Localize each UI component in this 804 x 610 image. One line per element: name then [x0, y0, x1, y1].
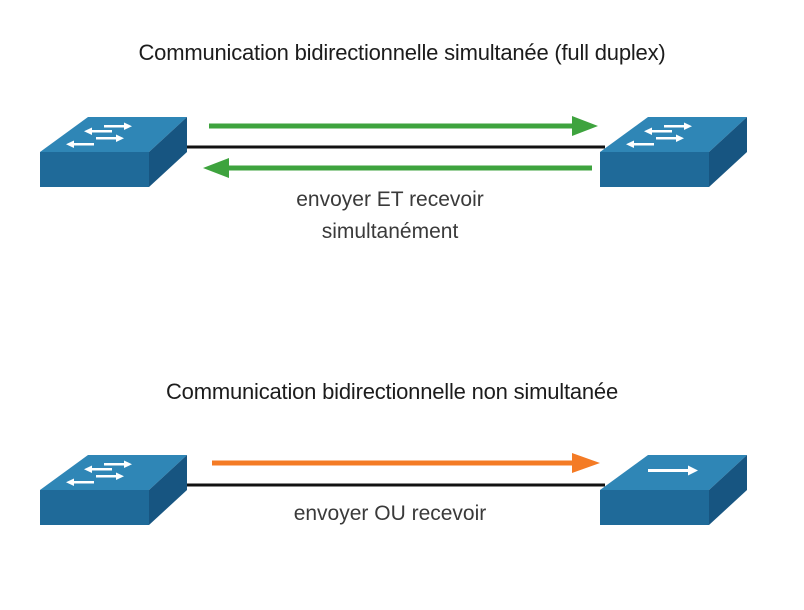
full-duplex-caption-line1: envoyer ET recevoir [296, 188, 484, 211]
send-arrow-right-icon [209, 116, 598, 136]
full-duplex-title: Communication bidirectionnelle simultané… [138, 40, 666, 65]
switch-right-half-duplex-icon [600, 455, 747, 525]
switch-left-half-duplex-icon [40, 455, 187, 525]
receive-arrow-left-icon [203, 158, 592, 178]
half-duplex-caption: envoyer OU recevoir [293, 502, 487, 525]
switch-left-full-duplex-icon [40, 117, 187, 187]
half-duplex-arrow-right-icon [212, 453, 600, 473]
full-duplex-caption-line2: simultanément [321, 220, 459, 243]
half-duplex-title: Communication bidirectionnelle non simul… [165, 379, 619, 404]
switch-right-full-duplex-icon [600, 117, 747, 187]
